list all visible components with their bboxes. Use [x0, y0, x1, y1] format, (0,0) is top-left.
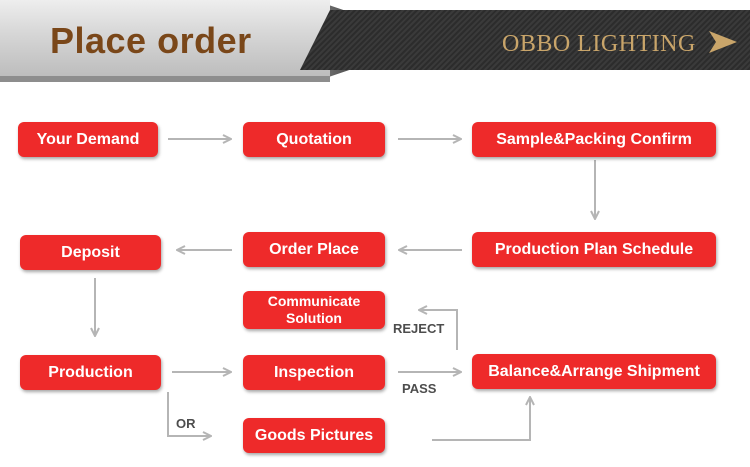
banner-title-panel	[0, 0, 330, 82]
step-your-demand-label: Your Demand	[36, 130, 140, 148]
step-balance-arrange-shipment: Balance&Arrange Shipment	[472, 354, 716, 389]
step-inspection: Inspection	[243, 355, 385, 390]
or-label: OR	[176, 416, 196, 431]
step-sample-packing-confirm-label: Sample&Packing Confirm	[496, 130, 692, 148]
step-order-place: Order Place	[243, 232, 385, 267]
arrow-goods-to-balance	[432, 398, 530, 441]
pass-label: PASS	[402, 381, 437, 396]
step-deposit: Deposit	[20, 235, 161, 270]
step-balance-arrange-shipment-label: Balance&Arrange Shipment	[488, 362, 700, 380]
step-communicate-solution: Communicate Solution	[243, 291, 385, 329]
step-communicate-label: Communicate	[267, 293, 361, 310]
brand-arrow-icon	[709, 31, 737, 53]
page-title: Place order	[50, 20, 252, 61]
header-banner: Place order OBBO LIGHTING	[0, 0, 750, 84]
step-goods-pictures-label: Goods Pictures	[254, 426, 374, 444]
banner-brand-panel	[300, 10, 750, 70]
brand-logo-text: OBBO LIGHTING	[502, 31, 696, 57]
step-production: Production	[20, 355, 161, 390]
step-quotation: Quotation	[243, 122, 385, 157]
step-your-demand: Your Demand	[18, 122, 158, 157]
step-production-label: Production	[48, 363, 133, 381]
arrow-production-or-goods	[167, 392, 210, 436]
step-deposit-label: Deposit	[61, 243, 120, 261]
step-sample-packing-confirm: Sample&Packing Confirm	[472, 122, 716, 157]
step-solution-label: Solution	[286, 310, 342, 326]
arrow-balance-reject	[420, 310, 458, 350]
step-production-plan-schedule-label: Production Plan Schedule	[494, 240, 694, 258]
reject-label: REJECT	[393, 321, 445, 336]
step-order-place-label: Order Place	[269, 240, 359, 258]
step-production-plan-schedule: Production Plan Schedule	[472, 232, 716, 267]
step-goods-pictures: Goods Pictures	[243, 418, 385, 453]
step-inspection-label: Inspection	[273, 363, 354, 381]
step-quotation-label: Quotation	[276, 130, 352, 148]
